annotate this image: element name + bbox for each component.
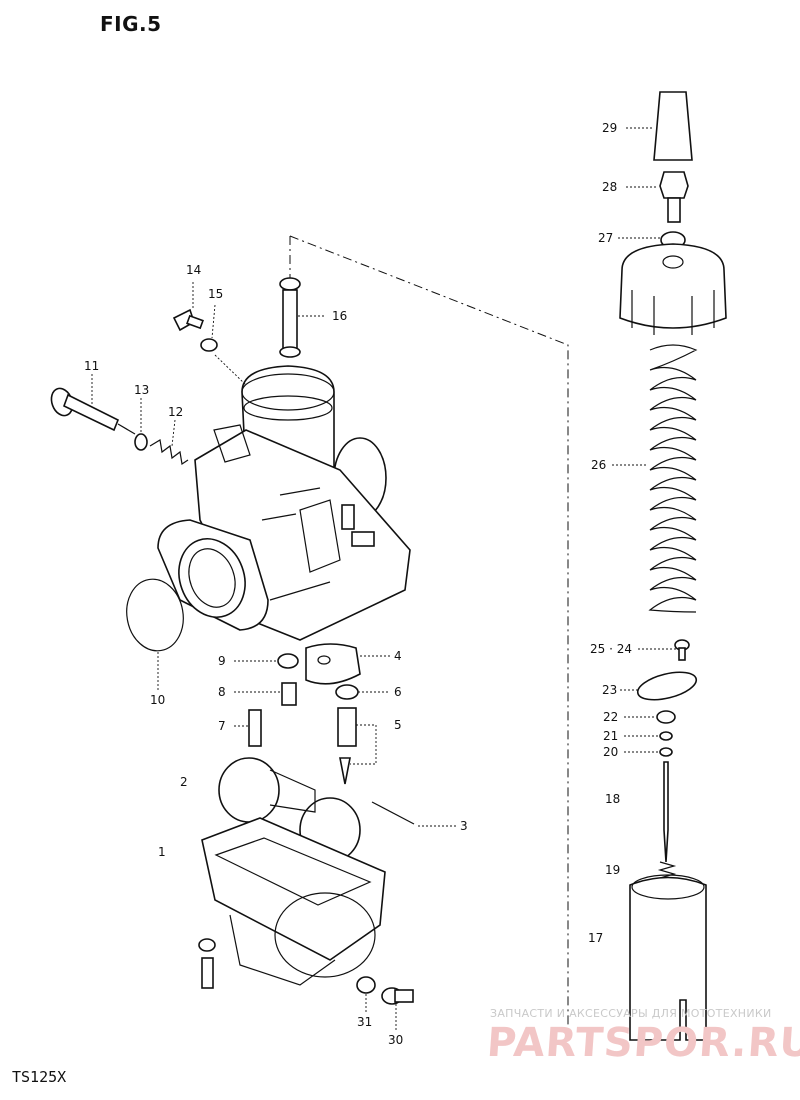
label-9: 9 [218, 654, 226, 668]
leader-12 [171, 419, 176, 447]
part-9-washer [277, 653, 299, 669]
part-3-float-pin [371, 801, 415, 825]
label-21: 21 [603, 729, 618, 743]
part-30-plug [381, 987, 414, 1005]
label-27: 27 [598, 231, 613, 245]
label-18: 18 [605, 792, 620, 806]
label-2: 2 [180, 775, 188, 789]
part-1-float-chamber [201, 817, 386, 986]
leader-15 [211, 304, 216, 339]
part-16-starter-plunger [279, 277, 301, 358]
label-26: 26 [591, 458, 606, 472]
part-14-screw [172, 308, 204, 332]
label-4: 4 [394, 649, 402, 663]
watermark-logo: PARTSPOR.RU [485, 1020, 800, 1066]
part-24-screw [674, 639, 690, 661]
label-5: 5 [394, 718, 402, 732]
part-20-washer [659, 747, 673, 757]
part-8-pilot-jet [281, 682, 297, 706]
label-29: 29 [602, 121, 617, 135]
label-6: 6 [394, 685, 402, 699]
part-12-spring [149, 439, 189, 466]
label-31: 31 [357, 1015, 372, 1029]
label-25-24: 25 · 24 [590, 642, 632, 656]
label-22: 22 [603, 710, 618, 724]
label-12: 12 [168, 405, 183, 419]
carburetor-body [157, 365, 411, 641]
part-17-throttle-valve [629, 874, 707, 1041]
part-6-o-ring [335, 684, 359, 700]
part-10-o-ring [126, 578, 184, 652]
carburetor-top-cap [619, 243, 727, 335]
label-15: 15 [208, 287, 223, 301]
drain-bolt [198, 938, 216, 989]
label-8: 8 [218, 685, 226, 699]
label-10: 10 [150, 693, 165, 707]
part-13-o-ring [134, 433, 148, 451]
part-31-washer [356, 976, 376, 994]
part-4-gasket [305, 643, 361, 685]
model-code: TS125X [12, 1068, 67, 1086]
label-17: 17 [588, 931, 603, 945]
label-23: 23 [602, 683, 617, 697]
part-5-needle-valve [337, 707, 357, 785]
part-28-cable-adjuster [659, 171, 689, 223]
part-21-e-clip [659, 731, 673, 741]
label-11: 11 [84, 359, 99, 373]
label-30: 30 [388, 1033, 403, 1047]
part-29-rubber-cap [653, 91, 693, 161]
label-20: 20 [603, 745, 618, 759]
part-7-main-jet [248, 709, 262, 747]
part-18-jet-needle [663, 761, 669, 863]
part-22-clip-washer [656, 710, 676, 724]
label-7: 7 [218, 719, 226, 733]
part-11-air-screw [50, 387, 136, 435]
label-28: 28 [602, 180, 617, 194]
leader-15b [214, 354, 247, 386]
label-16: 16 [332, 309, 347, 323]
leader-5 [350, 724, 377, 765]
part-23-needle-retainer [636, 671, 698, 701]
label-14: 14 [186, 263, 201, 277]
label-1: 1 [158, 845, 166, 859]
label-13: 13 [134, 383, 149, 397]
figure-title: FIG.5 [100, 12, 162, 36]
watermark-caption: ЗАПЧАСТИ И АКСЕССУАРЫ ДЛЯ МОТОТЕХНИКИ [490, 1007, 772, 1020]
label-3: 3 [460, 819, 468, 833]
label-19: 19 [605, 863, 620, 877]
part-15-washer [200, 338, 218, 352]
assembly-chain-line [289, 235, 569, 1040]
part-26-throttle-spring [648, 344, 698, 613]
